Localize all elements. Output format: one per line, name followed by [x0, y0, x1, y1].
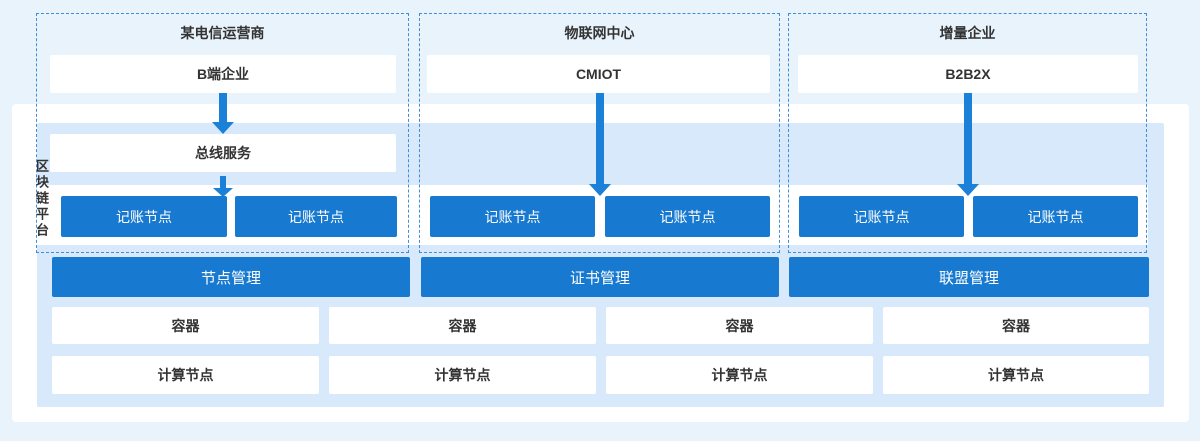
bus-service-box: 总线服务: [50, 134, 396, 172]
down-arrow-bus-service: [203, 176, 243, 197]
column-enterprise-border: [788, 13, 1147, 253]
column-telecom-border: [36, 13, 409, 253]
container-box: 容器: [883, 307, 1149, 344]
alliance-management-bar: 联盟管理: [789, 257, 1149, 297]
column-iot-border: [419, 13, 780, 253]
compute-node-box: 计算节点: [606, 356, 873, 394]
ledger-node-box: 记账节点: [605, 196, 770, 237]
ledger-node-box: 记账节点: [799, 196, 964, 237]
container-box: 容器: [52, 307, 319, 344]
ledger-node-box: 记账节点: [61, 196, 227, 237]
down-arrow-iot: [578, 93, 622, 196]
node-management-bar: 节点管理: [52, 257, 410, 297]
compute-node-box: 计算节点: [52, 356, 319, 394]
ledger-node-box: 记账节点: [973, 196, 1138, 237]
platform-vertical-label: 区块链平台: [34, 159, 49, 239]
ledger-node-box: 记账节点: [430, 196, 595, 237]
container-box: 容器: [606, 307, 873, 344]
column-iot-header: 物联网中心: [564, 25, 635, 41]
ledger-node-box: 记账节点: [235, 196, 397, 237]
column-enterprise-header: 增量企业: [939, 25, 996, 41]
container-box: 容器: [329, 307, 596, 344]
down-arrow-enterprise: [946, 93, 990, 196]
system-box-b2b2x: B2B2X: [798, 55, 1138, 93]
system-box-cmiot: CMIOT: [427, 55, 770, 93]
system-box-b2b: B端企业: [50, 55, 396, 93]
down-arrow-telecom: [201, 93, 245, 134]
compute-node-box: 计算节点: [883, 356, 1149, 394]
column-telecom-header: 某电信运营商: [180, 25, 265, 41]
certificate-management-bar: 证书管理: [421, 257, 779, 297]
compute-node-box: 计算节点: [329, 356, 596, 394]
